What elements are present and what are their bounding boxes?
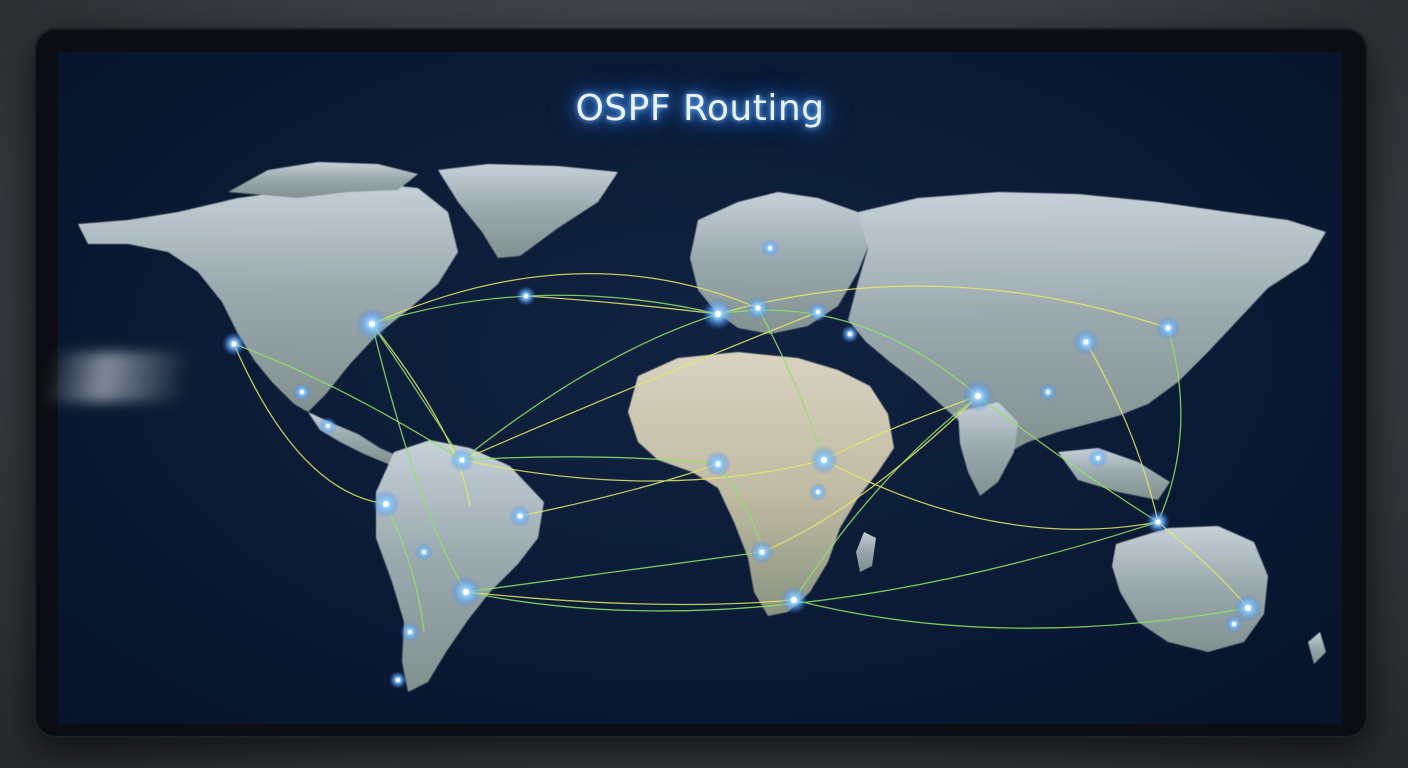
routing-link <box>1085 341 1159 523</box>
router-node-icon <box>1039 383 1057 401</box>
router-node-icon <box>1156 316 1180 340</box>
north-america-landmass <box>78 182 458 412</box>
routing-link <box>461 456 719 465</box>
southeast-asia-landmass <box>1058 448 1170 500</box>
routing-link <box>519 463 719 517</box>
router-node-icon <box>761 239 779 257</box>
router-node-icon <box>450 448 474 472</box>
routing-link <box>233 343 387 505</box>
router-node-icon <box>702 298 734 330</box>
reflection-glare <box>43 352 193 402</box>
router-node-icon <box>372 490 400 518</box>
router-node-icon <box>400 622 420 642</box>
router-node-icon <box>962 380 994 412</box>
new-zealand-landmass <box>1308 632 1326 664</box>
router-node-icon <box>808 302 828 322</box>
routing-link <box>717 285 1169 329</box>
routing-link <box>823 395 979 461</box>
australia-landmass <box>1112 526 1268 652</box>
router-node-icon <box>415 543 433 561</box>
routing-link <box>385 503 425 633</box>
routing-link <box>233 343 463 461</box>
routing-link <box>461 311 819 461</box>
routing-link <box>461 459 825 482</box>
router-node-icon <box>389 671 407 689</box>
router-node-icon <box>841 325 859 343</box>
routing-link <box>465 551 763 593</box>
routing-link <box>461 313 719 461</box>
madagascar-landmass <box>856 532 876 572</box>
router-node-icon <box>1073 329 1099 355</box>
router-nodes <box>222 239 1262 689</box>
router-node-icon <box>750 540 774 564</box>
router-node-icon <box>222 332 246 356</box>
router-node-icon <box>356 308 388 340</box>
router-node-icon <box>746 296 770 320</box>
africa-landmass <box>628 352 894 616</box>
routing-link <box>761 395 979 553</box>
routing-link <box>371 323 463 461</box>
routing-link <box>371 323 467 593</box>
routing-link <box>371 323 471 507</box>
router-node-icon <box>705 451 731 477</box>
routing-link <box>977 395 1159 523</box>
router-node-icon <box>293 383 311 401</box>
routing-link <box>793 599 1249 629</box>
world-map <box>78 162 1326 692</box>
page-title: OSPF Routing <box>575 88 825 129</box>
routing-link <box>465 591 795 606</box>
monitor-screen: OSPF Routing <box>58 52 1342 724</box>
india-landmass <box>958 402 1018 496</box>
south-america-landmass <box>376 440 544 692</box>
routing-link <box>1157 327 1182 523</box>
arctic-islands-landmass <box>228 162 418 198</box>
router-node-icon <box>1088 448 1108 468</box>
router-node-icon <box>450 576 482 608</box>
router-node-icon <box>1225 615 1243 633</box>
routing-link <box>823 459 1159 530</box>
router-node-icon <box>509 505 531 527</box>
router-node-icon <box>809 483 827 501</box>
router-node-icon <box>780 586 808 614</box>
routing-link <box>525 295 719 315</box>
greenland-landmass <box>438 164 618 258</box>
routing-link <box>371 273 759 325</box>
router-node-icon <box>810 446 838 474</box>
asia-landmass <box>848 192 1326 456</box>
router-node-icon <box>1146 510 1170 534</box>
router-node-icon <box>516 286 536 306</box>
routing-link <box>371 294 719 325</box>
router-node-icon <box>319 417 337 435</box>
routing-link <box>757 307 825 461</box>
router-node-icon <box>1234 594 1262 622</box>
routing-link <box>793 395 979 601</box>
